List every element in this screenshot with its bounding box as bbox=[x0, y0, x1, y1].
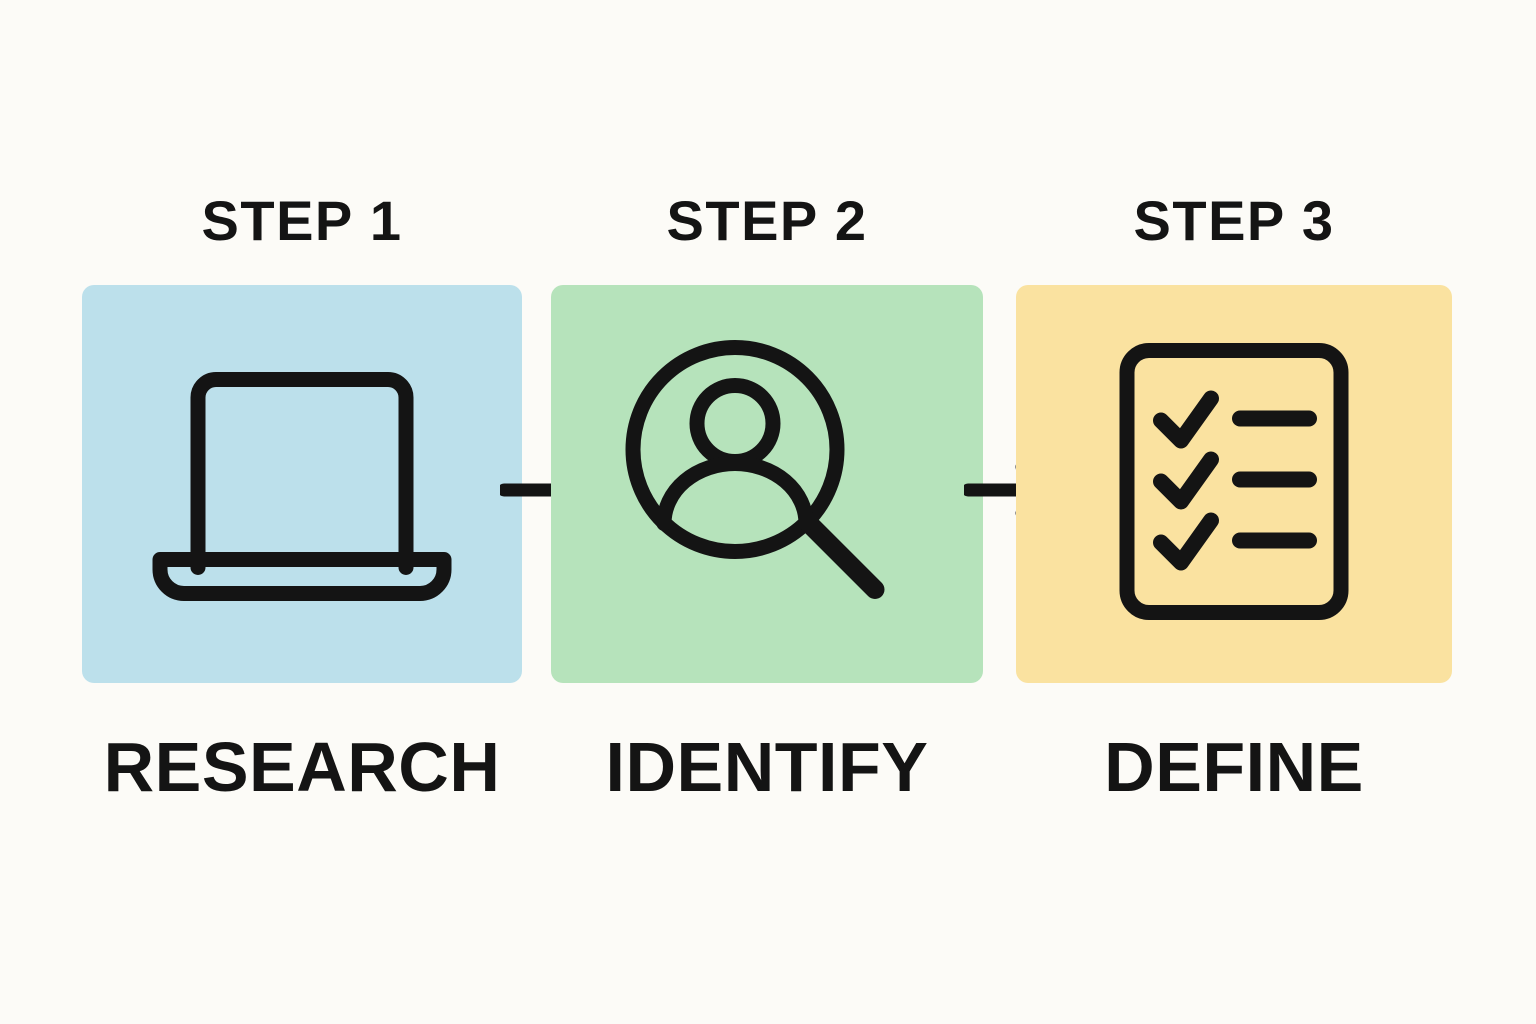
step-header-2: STEP 2 bbox=[666, 189, 868, 252]
step-panel-1 bbox=[82, 285, 522, 683]
step-panel-3 bbox=[1016, 285, 1452, 683]
step-label-2: IDENTIFY bbox=[605, 728, 929, 806]
step-label-3: DEFINE bbox=[1104, 728, 1364, 806]
step-panel-2 bbox=[551, 285, 983, 683]
step-header-1: STEP 1 bbox=[201, 189, 403, 252]
laptop-icon bbox=[142, 362, 462, 607]
checklist-icon bbox=[1109, 337, 1359, 632]
step-header-3: STEP 3 bbox=[1133, 189, 1335, 252]
step-label-1: RESEARCH bbox=[103, 728, 501, 806]
person-magnifier-icon bbox=[617, 332, 917, 637]
